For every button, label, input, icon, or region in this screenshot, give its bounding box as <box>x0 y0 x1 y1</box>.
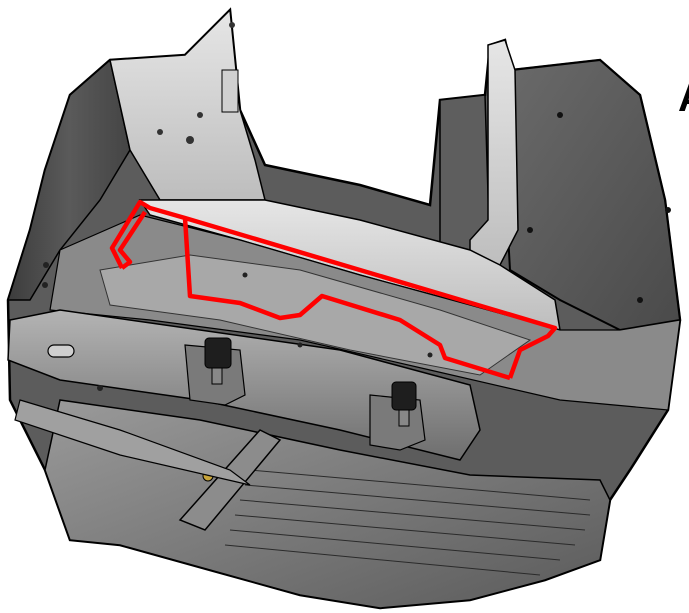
view-label: A <box>678 78 689 118</box>
mount-isolator-right <box>391 381 417 411</box>
highlighted-section <box>109 199 558 381</box>
inner-tray <box>99 254 532 376</box>
mount-isolator-left <box>204 337 232 369</box>
floor-pan <box>44 399 611 609</box>
floor-ribs <box>224 469 591 576</box>
left-side-wall <box>6 58 131 301</box>
front-crossmember <box>14 399 251 486</box>
highlight-outline-left-tab <box>117 210 147 270</box>
latch-bracket <box>221 69 239 113</box>
fastener-holes <box>42 262 433 391</box>
beam-slot <box>47 344 75 358</box>
left-bracket-plate <box>109 8 266 201</box>
highlight-outline-lower <box>182 217 511 381</box>
